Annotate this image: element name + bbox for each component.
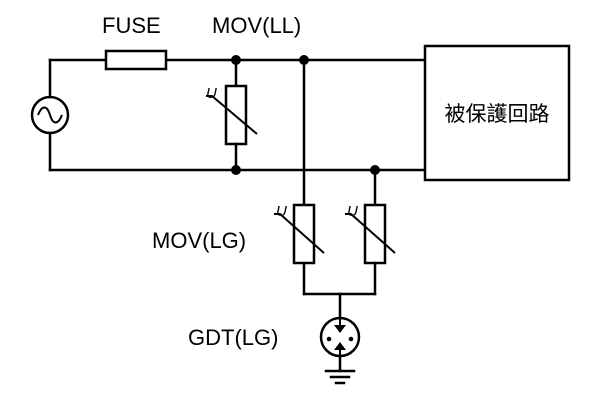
junction-dot — [231, 55, 241, 65]
mov-ll-varistor — [206, 58, 258, 172]
fuse-symbol — [104, 49, 168, 71]
protected-circuit-box — [423, 44, 571, 182]
junction-dot — [231, 165, 241, 175]
ac-source-icon — [30, 95, 70, 135]
gdt-symbol — [319, 316, 361, 358]
mov-ll-voltage-symbol: U — [206, 85, 217, 102]
ground-icon — [324, 354, 356, 385]
fuse-label: FUSE — [102, 13, 161, 38]
gdt-lg-label: GDT(LG) — [188, 325, 278, 350]
protected-circuit-label: 被保護回路 — [445, 102, 550, 126]
mov-lg-varistor-2 — [345, 203, 396, 296]
mov-ll-label: MOV(LL) — [212, 13, 301, 38]
mov-lg-voltage-symbol-1: U — [276, 203, 287, 220]
mov-lg-label: MOV(LG) — [152, 228, 246, 253]
mov-lg-voltage-symbol-2: U — [347, 203, 358, 220]
mov-lg-varistor-1 — [274, 203, 325, 296]
